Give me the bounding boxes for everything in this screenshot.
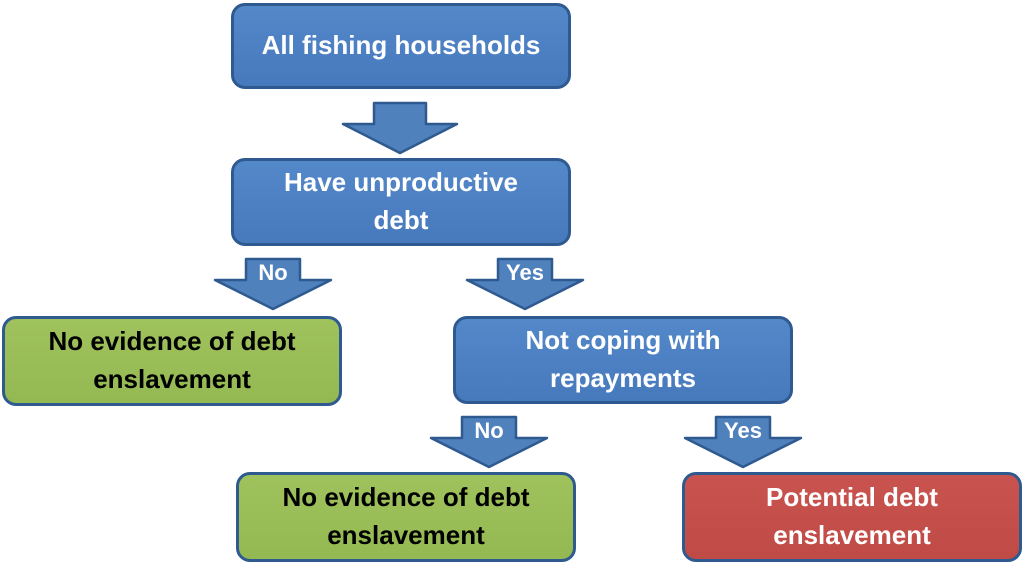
arrow-yes-not-coping: Yes [683, 415, 803, 469]
arrow-label-no: No [258, 260, 288, 285]
node-label-line-2: enslavement [327, 520, 485, 550]
arrow-no-unproductive-debt: No [213, 257, 333, 311]
arrow-label-no: No [474, 418, 504, 443]
node-label-line-1: Potential debt [766, 482, 938, 513]
node-potential-debt-enslavement: Potential debt enslavement [682, 472, 1022, 562]
arrow-yes-unproductive-debt: Yes [465, 257, 585, 311]
arrow-label-yes: Yes [724, 418, 762, 443]
node-all-fishing-households: All fishing households [231, 3, 571, 89]
node-no-evidence-debt-enslavement: No evidence of debt enslavement [2, 316, 342, 406]
node-label-line-2: debt [373, 205, 429, 235]
node-label: All fishing households [261, 30, 541, 61]
node-label-line-1: Have unproductive [283, 167, 519, 198]
node-have-unproductive-debt: Have unproductive debt [231, 158, 571, 246]
node-label-line-1: No evidence of debt [48, 326, 296, 357]
node-label-line-2: enslavement [93, 364, 251, 394]
down-arrow-icon [213, 257, 333, 311]
down-arrow-icon [429, 415, 549, 469]
node-label-line-2: repayments [550, 363, 696, 393]
down-arrow-icon [465, 257, 585, 311]
node-label-line-1: Not coping with [525, 325, 721, 356]
node-not-coping-with-repayments: Not coping with repayments [453, 316, 793, 404]
arrow-to-unproductive-debt [341, 101, 459, 155]
node-label-line-1: No evidence of debt [282, 482, 530, 513]
arrow-label-yes: Yes [506, 260, 544, 285]
arrow-no-not-coping: No [429, 415, 549, 469]
down-arrow-icon [341, 101, 459, 155]
node-no-evidence-debt-enslavement-2: No evidence of debt enslavement [236, 472, 576, 562]
node-label-line-2: enslavement [773, 520, 931, 550]
down-arrow-icon [683, 415, 803, 469]
